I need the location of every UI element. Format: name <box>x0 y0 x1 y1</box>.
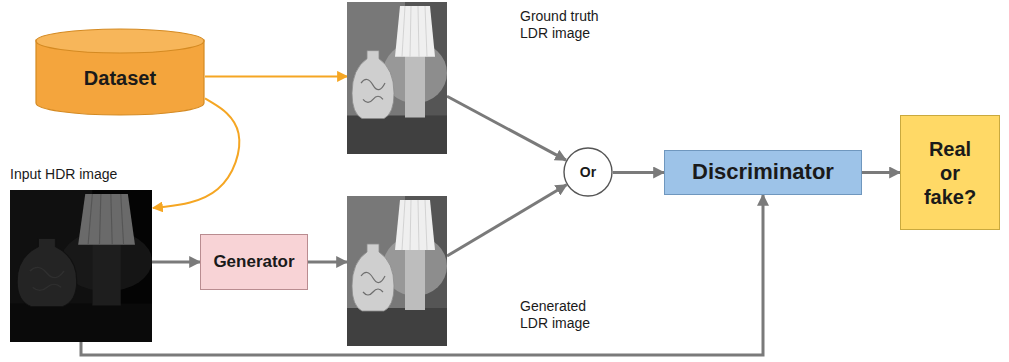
flow-arrow <box>447 185 567 256</box>
image-caption: Input HDR image <box>10 166 180 183</box>
photo <box>347 2 447 154</box>
flow-arrow <box>81 195 763 355</box>
image-caption: Generated LDR image <box>520 298 615 332</box>
flow-arrow <box>152 261 200 264</box>
box-label: Real or fake? <box>919 137 981 209</box>
hdr-image: Input HDR image <box>10 190 152 342</box>
data-flow-arrow <box>153 98 239 208</box>
flow-arrow <box>308 261 347 264</box>
or-circle: Or <box>563 147 613 197</box>
box-label: Discriminator <box>692 159 834 185</box>
flow-arrow <box>447 96 566 160</box>
box-label: Generator <box>213 252 294 272</box>
flow-arrow <box>862 171 900 174</box>
box-label: Or <box>580 164 596 181</box>
data-flow-arrow <box>205 75 347 77</box>
database-cylinder: Dataset <box>35 28 205 116</box>
process-box: Discriminator <box>664 150 862 195</box>
ldr-image: Ground truth LDR image <box>347 2 447 154</box>
image-caption: Ground truth LDR image <box>520 8 615 42</box>
box-label: Dataset <box>84 66 156 90</box>
photo <box>10 190 152 342</box>
process-box: Generator <box>200 234 308 290</box>
photo <box>347 196 447 346</box>
flow-arrow <box>613 171 664 174</box>
output-box: Real or fake? <box>900 115 1000 230</box>
ldr-image: Generated LDR image <box>347 196 447 346</box>
